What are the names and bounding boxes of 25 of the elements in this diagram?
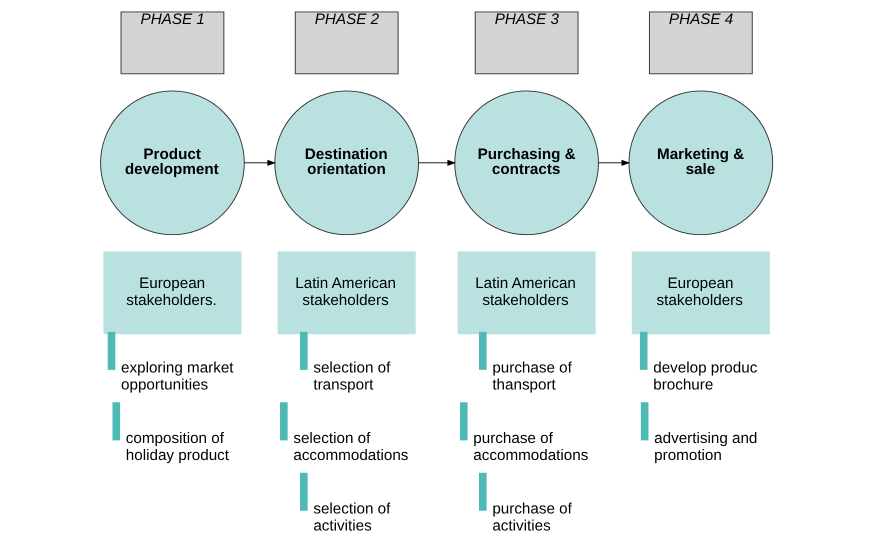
node-box: European stakeholders. [103, 251, 242, 334]
node-box: PHASE 2 [294, 11, 399, 74]
node-box: PHASE 4 [648, 11, 753, 74]
node-circle: Purchasing & contracts [454, 90, 599, 236]
node-label: purchase of activities [492, 500, 572, 535]
node-box: Latin American stakeholders [458, 251, 596, 334]
node-box: PHASE 1 [120, 11, 224, 74]
node-label: purchase of thansport [492, 360, 572, 394]
node-circle: Destination orientation [274, 90, 420, 236]
node-circle: Product development [100, 90, 245, 236]
node-label: selection of accommodations [293, 430, 408, 464]
node-box: European stakeholders [632, 251, 770, 334]
arrow [418, 160, 456, 166]
node-label: selection of activities [313, 500, 390, 535]
node-label: develop produc brochure [653, 360, 758, 394]
node-label: selection of transport [313, 360, 390, 394]
node-circle: Marketing & sale [628, 90, 774, 236]
node-box: Latin American stakeholders [278, 251, 416, 334]
node-label: advertising and promotion [654, 430, 758, 464]
node-label: composition of holiday product [126, 430, 230, 464]
node-label: exploring market opportunities [121, 360, 234, 394]
arrow [244, 160, 276, 166]
node-box: PHASE 3 [474, 11, 578, 74]
arrow [598, 160, 630, 166]
node-label: purchase of accommodations [473, 430, 588, 464]
